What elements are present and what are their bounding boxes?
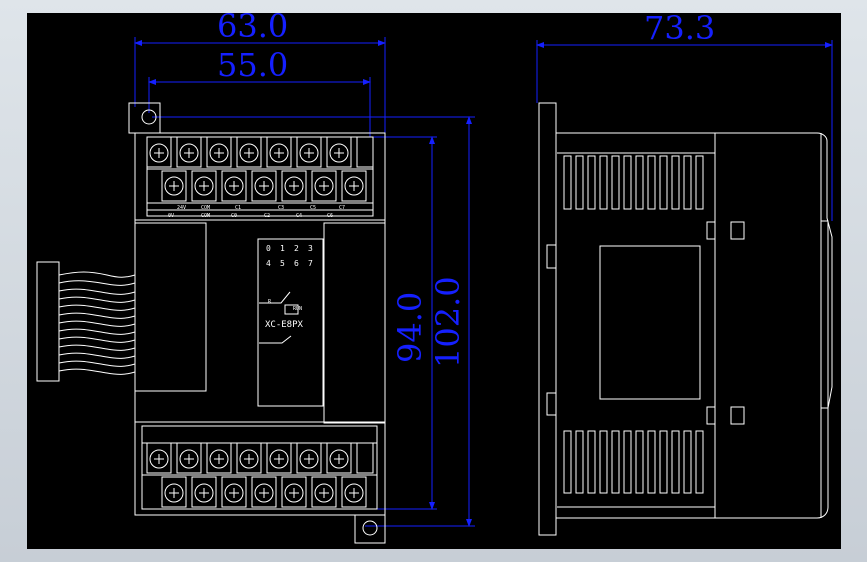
screw-icon	[299, 449, 319, 469]
screw-icon	[314, 483, 334, 503]
screw-icon	[239, 143, 259, 163]
terminal-label-24v: 24V	[177, 205, 186, 211]
dimension-depth: 73.3	[644, 13, 715, 47]
terminal-label-c6: C6	[327, 213, 333, 219]
screw-icon	[329, 449, 349, 469]
model-label: XC-E8PX	[265, 320, 304, 330]
screw-icon	[179, 143, 199, 163]
terminal-label-com: COM	[201, 205, 210, 211]
vent-slots	[563, 155, 704, 494]
terminal-label-c0: C0	[231, 213, 237, 219]
screw-icon	[284, 176, 304, 196]
screw-icon	[362, 520, 378, 536]
screw-icon	[299, 143, 319, 163]
io-index-3: 3	[308, 244, 313, 253]
terminal-label-com-2: COM	[201, 213, 210, 219]
screw-icon	[329, 143, 349, 163]
drawing-canvas[interactable]: 63.0 55.0 73.3 94.0 102.0	[27, 13, 841, 549]
screw-icon	[224, 483, 244, 503]
screw-icon	[164, 176, 184, 196]
front-view	[36, 102, 386, 544]
terminal-label-c5: C5	[310, 205, 316, 211]
ribbon-cable-icon	[36, 261, 136, 382]
screw-icon	[194, 176, 214, 196]
io-index-5: 5	[280, 259, 285, 268]
io-index-1: 1	[280, 244, 285, 253]
terminal-label-0v: 0V	[168, 213, 174, 219]
screw-icon	[179, 449, 199, 469]
screw-icon	[314, 176, 334, 196]
cad-drawing: 63.0 55.0 73.3 94.0 102.0	[36, 13, 833, 544]
screw-icon	[254, 483, 274, 503]
screw-icon	[344, 176, 364, 196]
side-view	[538, 102, 833, 536]
dimension-width-total: 63.0	[217, 13, 288, 45]
terminal-label-c3: C3	[278, 205, 284, 211]
run-label: RUN	[293, 306, 302, 312]
screw-icon	[224, 176, 244, 196]
top-terminal-block	[146, 136, 374, 217]
screw-icon	[149, 143, 169, 163]
dimension-group	[134, 37, 833, 527]
terminal-label-c7: C7	[339, 205, 345, 211]
mode-label: R	[268, 299, 272, 305]
screw-icon	[164, 483, 184, 503]
bottom-terminal-block	[141, 425, 378, 510]
screw-icon	[209, 449, 229, 469]
screw-icon	[284, 483, 304, 503]
io-index-0: 0	[266, 244, 271, 253]
io-index-4: 4	[266, 259, 271, 268]
screw-icon	[209, 143, 229, 163]
screw-icon	[239, 449, 259, 469]
io-index-7: 7	[308, 259, 313, 268]
screw-icon	[269, 143, 289, 163]
dimension-height-total: 102.0	[429, 276, 467, 368]
dimension-width-inner: 55.0	[217, 46, 288, 84]
io-index-2: 2	[294, 244, 299, 253]
dimension-height-inner: 94.0	[391, 292, 429, 363]
screw-icon	[344, 483, 364, 503]
terminal-label-c1: C1	[235, 205, 241, 211]
screw-icon	[149, 449, 169, 469]
terminal-label-c2: C2	[264, 213, 270, 219]
screw-icon	[269, 449, 289, 469]
screw-icon	[254, 176, 274, 196]
screw-icon	[141, 109, 157, 125]
io-index-6: 6	[294, 259, 299, 268]
terminal-label-c4: C4	[296, 213, 302, 219]
screw-icon	[194, 483, 214, 503]
